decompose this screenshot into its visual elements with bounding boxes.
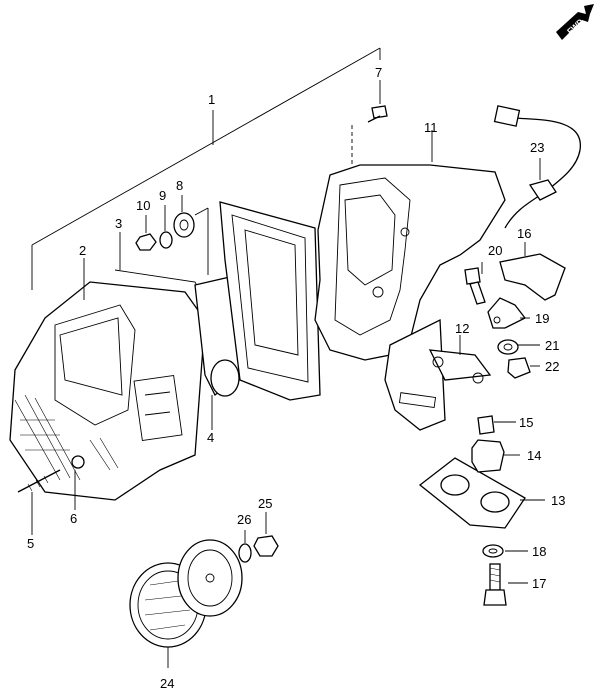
collar [477, 415, 516, 435]
label-21: 21 [545, 338, 559, 353]
label-6: 6 [70, 511, 77, 526]
clamp [428, 335, 492, 384]
label-11: 11 [424, 120, 438, 135]
small-bracket [487, 297, 530, 329]
screw-7 [367, 80, 388, 123]
tail-lamp-lens [9, 281, 206, 501]
label-17: 17 [532, 576, 546, 591]
grommet [471, 439, 520, 473]
fender-bracket [314, 164, 506, 431]
nut-10 [135, 215, 157, 251]
bolt-17 [483, 563, 528, 606]
housing-plate [194, 201, 321, 401]
part-labels: 1 2 3 4 5 6 7 8 9 10 11 12 13 14 15 16 1… [27, 65, 565, 691]
label-3: 3 [115, 216, 122, 231]
label-7: 7 [375, 65, 382, 80]
clamp-block [499, 242, 566, 301]
label-15: 15 [519, 415, 533, 430]
fwd-arrow-icon: FWD [556, 4, 594, 40]
nut-21 [497, 339, 540, 355]
grommet-6 [71, 455, 85, 510]
nut-25 [253, 512, 279, 557]
washer-9 [159, 205, 173, 249]
wiring-harness [493, 105, 581, 229]
label-8: 8 [176, 178, 183, 193]
label-26: 26 [237, 512, 251, 527]
assembly-bracket-1 [31, 47, 381, 290]
label-13: 13 [551, 493, 565, 508]
washer-26 [238, 530, 252, 563]
screw-5 [17, 469, 61, 535]
reflector-gasket [177, 539, 243, 617]
washer-8 [173, 195, 195, 238]
screw-20 [464, 262, 486, 305]
label-4: 4 [207, 430, 214, 445]
label-16: 16 [517, 226, 531, 241]
washer-18 [482, 544, 528, 558]
label-20: 20 [488, 243, 502, 258]
rubber-mount [418, 457, 545, 529]
label-14: 14 [527, 448, 541, 463]
label-2: 2 [79, 243, 86, 258]
label-5: 5 [27, 536, 34, 551]
label-23: 23 [530, 140, 544, 155]
label-22: 22 [545, 359, 559, 374]
label-24: 24 [160, 676, 174, 691]
label-18: 18 [532, 544, 546, 559]
label-9: 9 [159, 188, 166, 203]
label-1: 1 [208, 92, 215, 107]
nut-22 [507, 357, 540, 379]
label-25: 25 [258, 496, 272, 511]
label-19: 19 [535, 311, 549, 326]
label-12: 12 [455, 321, 469, 336]
label-10: 10 [136, 198, 150, 213]
